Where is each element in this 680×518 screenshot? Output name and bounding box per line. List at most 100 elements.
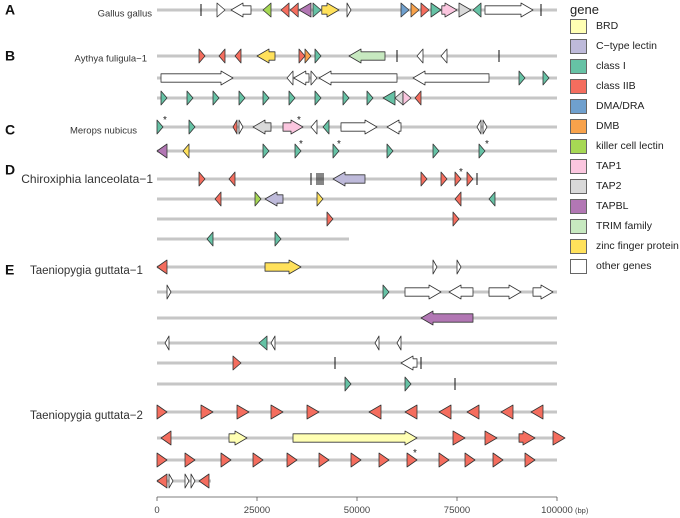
gene-arrow xyxy=(318,452,330,468)
gene-arrow xyxy=(156,259,168,275)
legend-item: class I xyxy=(570,57,626,75)
legend-item: TRIM family xyxy=(570,217,652,235)
gene-arrow xyxy=(274,231,282,247)
gene-arrow xyxy=(220,452,232,468)
gene-arrow xyxy=(254,191,262,207)
gene-arrow xyxy=(404,404,418,420)
gene-arrow xyxy=(238,90,246,106)
gene-arrow xyxy=(488,191,496,207)
legend-item: C−type lectin xyxy=(570,37,657,55)
gene-arrow xyxy=(156,452,168,468)
gene-arrow xyxy=(310,119,318,135)
gene-arrow xyxy=(400,2,410,18)
legend-label: C−type lectin xyxy=(596,40,657,52)
legend-swatch xyxy=(570,58,587,74)
gene-arrow xyxy=(438,452,450,468)
panel-letter: E xyxy=(5,262,14,278)
legend-label: class I xyxy=(596,60,626,72)
gene-arrow xyxy=(186,90,194,106)
gene-arrow xyxy=(420,310,474,326)
gene-arrow xyxy=(190,473,196,489)
gene-arrow xyxy=(262,2,272,18)
gene-arrow xyxy=(410,2,420,18)
gene-arrow xyxy=(452,211,460,227)
gene-arrow xyxy=(441,2,458,18)
legend-swatch xyxy=(570,238,587,254)
gene-arrow xyxy=(160,430,172,446)
gene-arrow xyxy=(518,430,536,446)
gene-arrow xyxy=(282,119,304,135)
legend-swatch xyxy=(570,78,587,94)
gene-arrow xyxy=(542,70,550,86)
gene-arrow xyxy=(382,90,396,106)
legend-swatch xyxy=(570,38,587,54)
gene-arrow xyxy=(322,119,330,135)
gene-arrow xyxy=(432,259,438,275)
gene-arrow xyxy=(234,48,242,64)
gene-arrow xyxy=(166,284,172,300)
gene-arrow xyxy=(206,231,214,247)
gene-arrow xyxy=(252,452,264,468)
gene-arrow xyxy=(286,70,294,86)
gene-arrow xyxy=(472,2,482,18)
gene-arrow xyxy=(298,48,306,64)
gene-arrow xyxy=(440,48,448,64)
gene-arrow xyxy=(198,48,206,64)
gene-arrow xyxy=(492,452,504,468)
gene-arrow xyxy=(454,191,462,207)
gene-arrow xyxy=(156,143,168,159)
gene-arrow xyxy=(386,119,402,135)
gene-arrow xyxy=(164,335,170,351)
gene-arrow xyxy=(378,452,390,468)
gene-arrow xyxy=(258,335,268,351)
species-label: Chiroxiphia lanceolata−1 xyxy=(21,172,153,186)
gene-arrow xyxy=(374,335,380,351)
gene-arrow xyxy=(306,404,320,420)
gene-arrow xyxy=(292,430,418,446)
gene-arrow xyxy=(293,70,310,86)
legend-item: TAP2 xyxy=(570,177,621,195)
legend-label: class IIB xyxy=(596,80,636,92)
gene-arrow xyxy=(404,284,442,300)
legend-item: TAPBL xyxy=(570,197,628,215)
gene-arrow xyxy=(156,119,164,135)
legend-swatch xyxy=(570,158,587,174)
gene-arrow xyxy=(382,284,390,300)
gene-arrow xyxy=(414,90,422,106)
gene-arrow xyxy=(314,90,322,106)
gene-arrow xyxy=(156,473,168,489)
species-label: Taeniopygia guttata−2 xyxy=(30,410,143,422)
gene-arrow xyxy=(252,119,272,135)
gene-arrow xyxy=(312,2,322,18)
gene-arrow xyxy=(340,119,378,135)
legend-item: TAP1 xyxy=(570,157,621,175)
gene-arrow xyxy=(448,284,474,300)
panel-letter: B xyxy=(5,48,15,64)
legend-label: TRIM family xyxy=(596,220,652,232)
gene-arrow xyxy=(346,2,352,18)
gene-arrow xyxy=(454,171,462,187)
gene-arrow xyxy=(314,48,322,64)
gene-arrow xyxy=(464,452,476,468)
star-annotation: * xyxy=(297,115,301,126)
legend-label: TAPBL xyxy=(596,200,629,212)
gene-arrow xyxy=(228,171,236,187)
legend-swatch xyxy=(570,218,587,234)
gene-arrow xyxy=(440,171,448,187)
gene-arrow xyxy=(218,48,226,64)
gene-arrow xyxy=(264,259,302,275)
gene-arrow xyxy=(232,355,242,371)
x-unit-label: (bp) xyxy=(575,506,589,515)
gene-arrow xyxy=(552,430,566,446)
gene-arrow xyxy=(280,2,290,18)
star-annotation: * xyxy=(413,448,417,459)
gene-arrow xyxy=(484,2,534,18)
gene-arrow xyxy=(232,119,238,135)
gene-arrow xyxy=(270,404,284,420)
legend-label: TAP1 xyxy=(596,160,622,172)
gene-arrow xyxy=(230,2,252,18)
gene-arrow xyxy=(262,90,270,106)
gene-arrow xyxy=(524,452,536,468)
gene-arrow xyxy=(430,2,442,18)
x-tick-label: 25000 xyxy=(244,505,270,516)
